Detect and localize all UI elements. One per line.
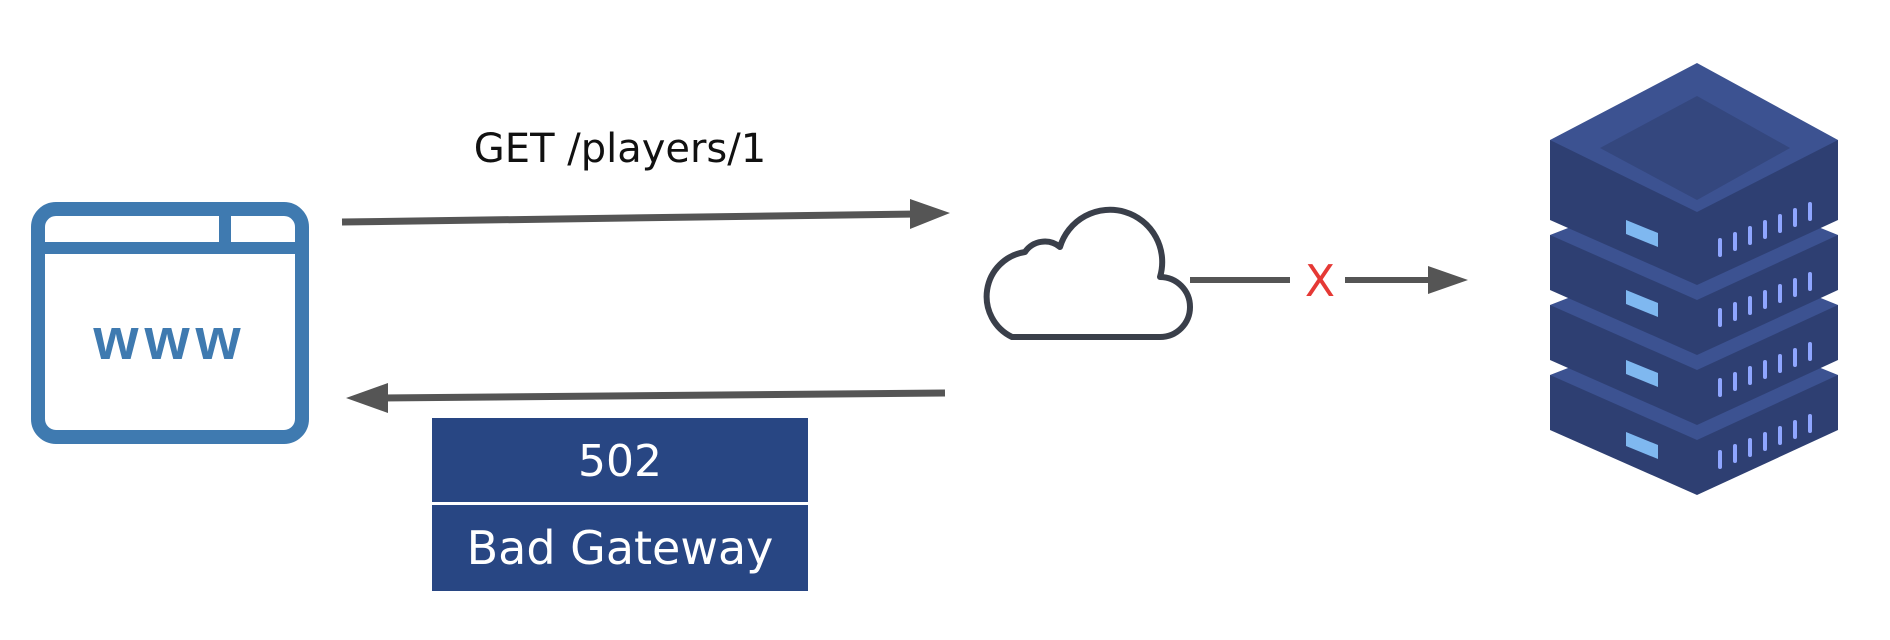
status-text-cell <box>432 505 808 591</box>
browser-window-icon: www <box>31 202 309 444</box>
response-arrow <box>346 383 946 413</box>
status-code-label: 502 <box>578 436 662 487</box>
server-stack-icon <box>1550 63 1838 495</box>
status-code-cell <box>432 418 808 502</box>
failure-x-mark: X <box>1305 256 1335 307</box>
cloud-gateway-icon <box>983 206 1193 340</box>
failed-connection-arrow <box>1190 266 1468 294</box>
status-text-label: Bad Gateway <box>467 521 774 575</box>
request-arrow <box>341 199 950 229</box>
request-label: GET /players/1 <box>474 126 766 172</box>
browser-www-label: www <box>92 307 246 372</box>
response-status-box: 502 Bad Gateway <box>432 418 808 591</box>
